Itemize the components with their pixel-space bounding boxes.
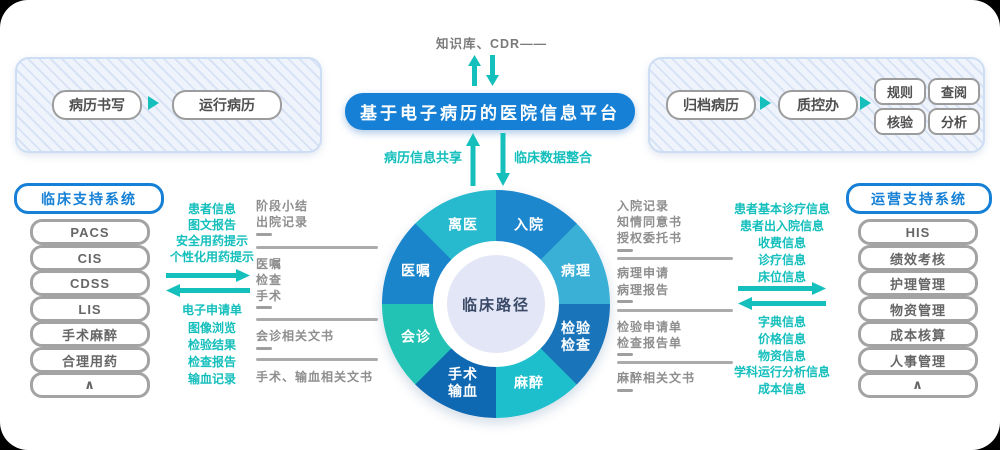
doc-label: 病理申请: [617, 266, 670, 280]
dash-line: [617, 249, 633, 252]
doc-label: 检验申请单: [617, 320, 683, 334]
dash-line: [617, 353, 633, 356]
doc-label: 医嘱: [256, 257, 283, 271]
operation-system-item-material: 物资管理: [858, 296, 978, 322]
flow-label: 电子申请单: [181, 303, 243, 317]
operation-system-item-performance: 绩效考核: [858, 245, 978, 271]
archive-qc-box: [648, 57, 985, 153]
flow-label: 个性化用药提示: [169, 250, 255, 264]
operation-system-item-cost: 成本核算: [858, 321, 978, 347]
archive-pill: 归档病历: [666, 90, 756, 120]
wheel-segment-label: 检验 检查: [561, 320, 591, 353]
flow-label: 诊疗信息: [757, 253, 807, 267]
flow-label: 物资信息: [757, 349, 807, 363]
operation-system-item-hr: 人事管理: [858, 347, 978, 373]
play-arrow-icon: [860, 96, 871, 110]
connector-line: [617, 361, 733, 364]
doc-label: 检查报告单: [617, 336, 683, 350]
operation-system-item-his: HIS: [858, 219, 978, 245]
wheel-segment-label: 病理: [561, 262, 591, 279]
clinical-system-item-cis: CIS: [30, 245, 150, 271]
left-arrow-icon: [738, 297, 826, 310]
flow-label: 检验结果: [187, 338, 237, 352]
clinical-system-item-cdss: CDSS: [30, 270, 150, 296]
play-arrow-icon: [760, 96, 771, 110]
flow-label: 图文报告: [187, 218, 237, 232]
operation-system-item-nursing: 护理管理: [858, 270, 978, 296]
qc-grid-pill-analyze: 分析: [928, 108, 980, 135]
qc-grid-pill-rules: 规则: [874, 78, 926, 105]
clinical-system-item-medication: 合理用药: [30, 347, 150, 373]
up-arrow-icon: [466, 133, 480, 186]
flow-label: 成本信息: [757, 382, 807, 396]
wheel-segment-label: 手术 输血: [448, 366, 478, 399]
wheel-segment-label: 离医: [448, 216, 478, 233]
wheel-segment-label: 入院: [514, 216, 544, 233]
connector-line: [256, 318, 378, 321]
down-arrow-icon: [496, 133, 510, 186]
flow-label: 字典信息: [757, 315, 807, 329]
dash-line: [256, 306, 272, 309]
up-arrow-icon: [468, 55, 481, 86]
doc-label: 手术: [256, 289, 283, 303]
flow-label: 患者出入院信息: [739, 219, 825, 233]
more-indicator: ∧: [30, 372, 150, 398]
doc-label: 病理报告: [617, 283, 670, 297]
flow-label: 学科运行分析信息: [733, 365, 831, 379]
clinical-system-item-anesthesia: 手术麻醉: [30, 321, 150, 347]
dash-line: [256, 233, 272, 236]
connector-line: [617, 309, 733, 312]
doc-label: 出院记录: [256, 215, 309, 229]
flow-label: 图像浏览: [187, 321, 237, 335]
operation-systems-header: 运营支持系统: [846, 183, 992, 214]
right-arrow-icon: [166, 269, 250, 282]
flow-label: 输血记录: [187, 372, 237, 386]
doc-label: 检查: [256, 273, 283, 287]
share-label: 病历信息共享: [383, 150, 462, 165]
flow-label: 患者信息: [187, 202, 237, 216]
wheel-segment-label: 麻醉: [514, 374, 544, 391]
record-write-pill: 病历书写: [52, 90, 142, 120]
cdr-note: 知识库、CDR——: [436, 37, 548, 51]
connector-line: [256, 246, 378, 249]
play-arrow-icon: [148, 96, 159, 110]
platform-title: 基于电子病历的医院信息平台: [345, 93, 635, 130]
integrate-label: 临床数据整合: [514, 150, 593, 165]
doc-label: 授权委托书: [617, 231, 683, 245]
doc-label: 手术、输血相关文书: [256, 370, 374, 384]
left-arrow-icon: [166, 284, 250, 297]
doc-label: 麻醉相关文书: [617, 371, 696, 385]
clinical-pathway-wheel: 入院 病理 检验 检查 麻醉 手术 输血 会诊 医嘱 离医 临床路径: [382, 190, 610, 418]
dash-line: [617, 389, 633, 392]
doc-label: 入院记录: [617, 199, 670, 213]
clinical-system-item-pacs: PACS: [30, 219, 150, 245]
doc-label: 会诊相关文书: [256, 329, 335, 343]
wheel-segment-label: 医嘱: [401, 262, 431, 279]
down-arrow-icon: [486, 55, 499, 86]
wheel-center-label: 临床路径: [461, 296, 530, 314]
clinical-system-item-lis: LIS: [30, 296, 150, 322]
flow-label: 收费信息: [757, 236, 807, 250]
connector-line: [256, 358, 378, 361]
record-run-pill: 运行病历: [172, 90, 282, 120]
dash-line: [617, 300, 633, 303]
clinical-systems-header: 临床支持系统: [14, 183, 164, 214]
connector-line: [617, 257, 733, 260]
right-arrow-icon: [738, 282, 826, 295]
flow-label: 价格信息: [757, 332, 807, 346]
doc-label: 阶段小结: [256, 199, 309, 213]
more-indicator: ∧: [858, 372, 978, 398]
qc-grid-pill-review: 查阅: [928, 78, 980, 105]
qc-grid-pill-verify: 核验: [874, 108, 926, 135]
flow-label: 患者基本诊疗信息: [733, 202, 831, 216]
wheel-segment-label: 会诊: [401, 328, 431, 345]
flow-label: 床位信息: [757, 270, 807, 284]
dash-line: [256, 347, 272, 350]
doc-label: 知情同意书: [617, 215, 683, 229]
flow-label: 检查报告: [187, 355, 237, 369]
qc-pill: 质控办: [778, 90, 858, 120]
wheel-center: 临床路径: [433, 241, 559, 367]
flow-label: 安全用药提示: [175, 234, 249, 248]
